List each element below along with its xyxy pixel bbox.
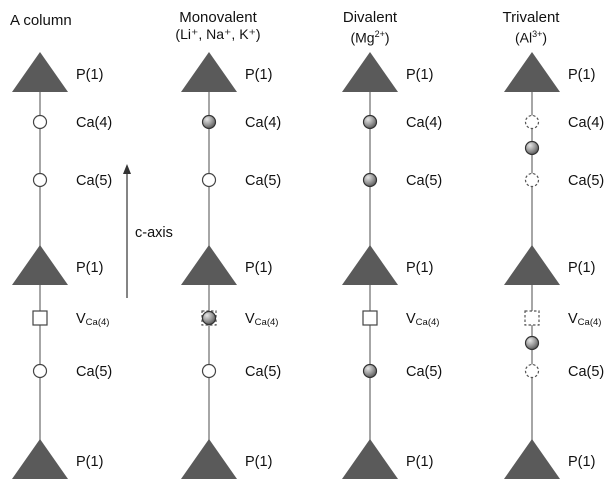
monovalent-site-1-shaded-circle bbox=[201, 114, 217, 130]
column-trivalent: P(1) Ca(4) Ca(5) P(1) VCa(4) Ca(5) P(1) bbox=[504, 52, 604, 479]
a-column-site-2-label: Ca(5) bbox=[76, 173, 112, 189]
header-trivalent-title: Trivalent bbox=[502, 9, 560, 26]
a-column-site-6-label: P(1) bbox=[76, 454, 103, 470]
monovalent-site-3-phosphorus-triangle bbox=[181, 245, 237, 285]
header-trivalent-ions: (Al3+) bbox=[497, 26, 565, 47]
a-column-site-0-phosphorus-triangle bbox=[12, 52, 68, 92]
column-monovalent: P(1) Ca(4) Ca(5) P(1) VCa(4) Ca(5) P(1) bbox=[181, 52, 281, 479]
divalent-site-1-shaded-circle bbox=[362, 114, 378, 130]
divalent-site-3-label: P(1) bbox=[406, 260, 433, 276]
column-a-column: P(1) Ca(4) Ca(5) P(1) VCa(4) Ca(5) P(1) bbox=[12, 52, 112, 479]
a-column-site-1-label: Ca(4) bbox=[76, 115, 112, 131]
header-trivalent-ions-prefix: (Al bbox=[514, 29, 533, 46]
column-divalent: P(1) Ca(4) Ca(5) P(1) VCa(4) Ca(5) P(1) bbox=[342, 52, 442, 479]
a-column-site-3-phosphorus-triangle bbox=[12, 245, 68, 285]
columns-layer: P(1) Ca(4) Ca(5) P(1) VCa(4) Ca(5) P(1) P(1) Ca(… bbox=[12, 52, 604, 479]
a-column-site-4-label: VCa(4) bbox=[76, 311, 109, 328]
monovalent-site-0-label: P(1) bbox=[245, 67, 272, 83]
divalent-site-5-label: Ca(5) bbox=[406, 364, 442, 380]
trivalent-site-6-phosphorus-triangle bbox=[504, 439, 560, 479]
monovalent-site-2-label: Ca(5) bbox=[245, 173, 281, 189]
trivalent-site-5-label: Ca(5) bbox=[568, 364, 604, 380]
header-monovalent: Monovalent (Li⁺, Na⁺, K⁺) bbox=[170, 9, 266, 43]
header-divalent-title: Divalent bbox=[342, 9, 398, 26]
divalent-site-5-shaded-circle bbox=[362, 363, 378, 379]
monovalent-site-5-label: Ca(5) bbox=[245, 364, 281, 380]
trivalent-site-4-label: VCa(4) bbox=[568, 311, 601, 328]
divalent-site-4-vacancy-square bbox=[362, 310, 378, 326]
trivalent-site-1-dashed-circle bbox=[524, 114, 540, 130]
header-a-column: A column bbox=[10, 12, 72, 29]
a-column-site-0-label: P(1) bbox=[76, 67, 103, 83]
monovalent-site-1-label: Ca(4) bbox=[245, 115, 281, 131]
header-trivalent-ions-suffix: ) bbox=[542, 29, 548, 46]
monovalent-site-4-shaded-circle bbox=[201, 310, 217, 326]
monovalent-site-5-open-circle bbox=[201, 363, 217, 379]
a-column-site-5-open-circle bbox=[32, 363, 48, 379]
divalent-site-2-label: Ca(5) bbox=[406, 173, 442, 189]
divalent-site-6-phosphorus-triangle bbox=[342, 439, 398, 479]
trivalent-site-5-dashed-circle bbox=[524, 363, 540, 379]
monovalent-site-4-label: VCa(4) bbox=[245, 311, 278, 328]
c-axis-label: c-axis bbox=[135, 225, 173, 241]
header-divalent-ions-sup: 2+ bbox=[374, 29, 385, 39]
divalent-site-6-label: P(1) bbox=[406, 454, 433, 470]
a-column-site-5-label: Ca(5) bbox=[76, 364, 112, 380]
trivalent-site-0-label: P(1) bbox=[568, 67, 595, 83]
divalent-site-4-label: VCa(4) bbox=[406, 311, 439, 328]
trivalent-site-1-label: Ca(4) bbox=[568, 115, 604, 131]
a-column-site-4-vacancy-square bbox=[32, 310, 48, 326]
monovalent-site-2-open-circle bbox=[201, 172, 217, 188]
monovalent-site-6-phosphorus-triangle bbox=[181, 439, 237, 479]
header-divalent-ions-prefix: (Mg bbox=[350, 29, 375, 46]
c-axis-arrow-head bbox=[123, 164, 131, 174]
a-column-site-6-phosphorus-triangle bbox=[12, 439, 68, 479]
header-divalent-ions: (Mg2+) bbox=[336, 26, 404, 47]
trivalent-site-0-phosphorus-triangle bbox=[504, 52, 560, 92]
divalent-site-0-label: P(1) bbox=[406, 67, 433, 83]
c-axis-indicator: c-axis bbox=[123, 164, 173, 298]
header-divalent: Divalent (Mg2+) bbox=[336, 9, 404, 47]
trivalent-site-3-phosphorus-triangle bbox=[504, 245, 560, 285]
header-monovalent-ions: (Li⁺, Na⁺, K⁺) bbox=[175, 26, 261, 42]
trivalent-site-6-label: P(1) bbox=[568, 454, 595, 470]
divalent-site-2-shaded-circle bbox=[362, 172, 378, 188]
header-a-column-title: A column bbox=[10, 12, 72, 29]
divalent-site-1-label: Ca(4) bbox=[406, 115, 442, 131]
header-monovalent-title: Monovalent bbox=[179, 9, 257, 26]
monovalent-site-3-label: P(1) bbox=[245, 260, 272, 276]
a-column-site-2-open-circle bbox=[32, 172, 48, 188]
trivalent-site-1-shaded-circle-offset bbox=[524, 140, 540, 156]
trivalent-site-2-label: Ca(5) bbox=[568, 173, 604, 189]
a-column-site-3-label: P(1) bbox=[76, 260, 103, 276]
monovalent-site-0-phosphorus-triangle bbox=[181, 52, 237, 92]
header-divalent-ions-suffix: ) bbox=[384, 29, 390, 46]
divalent-site-3-phosphorus-triangle bbox=[342, 245, 398, 285]
monovalent-site-6-label: P(1) bbox=[245, 454, 272, 470]
divalent-site-0-phosphorus-triangle bbox=[342, 52, 398, 92]
header-trivalent: Trivalent (Al3+) bbox=[497, 9, 565, 47]
header-trivalent-ions-sup: 3+ bbox=[532, 29, 543, 39]
trivalent-site-2-dashed-circle bbox=[524, 172, 540, 188]
a-column-site-1-open-circle bbox=[32, 114, 48, 130]
trivalent-site-3-label: P(1) bbox=[568, 260, 595, 276]
trivalent-site-4-shaded-circle-offset bbox=[524, 335, 540, 351]
trivalent-site-4-dashed-square bbox=[524, 310, 540, 326]
